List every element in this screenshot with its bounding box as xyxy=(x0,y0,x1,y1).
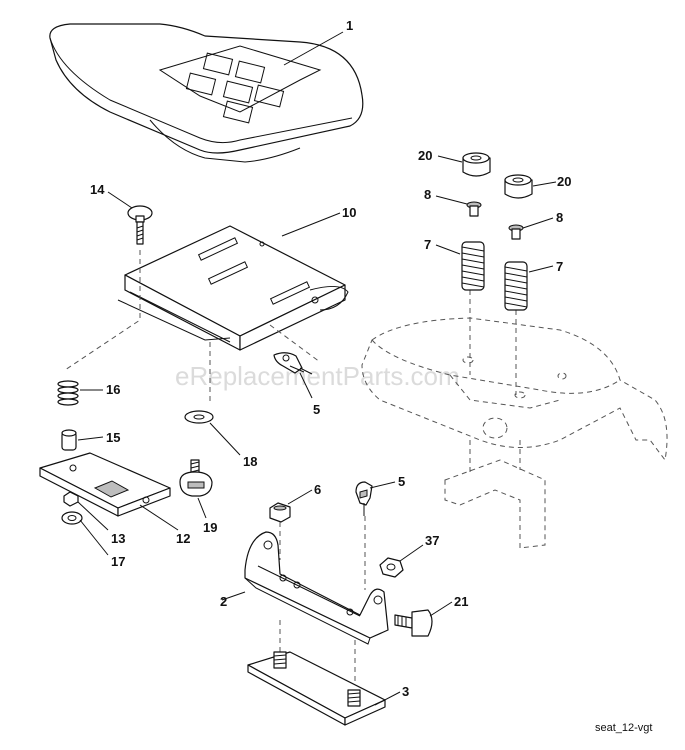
nut-part-37[interactable] xyxy=(379,557,404,578)
spring-part-16[interactable] xyxy=(57,380,79,406)
callout-19: 19 xyxy=(203,520,217,535)
carriage-bolt-part-14[interactable] xyxy=(127,205,153,245)
bolt-part-8-left[interactable] xyxy=(466,201,482,217)
plate-stud-left xyxy=(273,651,287,669)
mounting-plate-part-3[interactable] xyxy=(247,651,386,726)
callout-7b: 7 xyxy=(556,259,563,274)
callout-18: 18 xyxy=(243,454,257,469)
washer-part-18[interactable] xyxy=(184,410,214,424)
adjustment-knob-part-19[interactable] xyxy=(179,459,213,497)
callout-37: 37 xyxy=(425,533,439,548)
callout-5b: 5 xyxy=(398,474,405,489)
callout-16: 16 xyxy=(106,382,120,397)
callout-6: 6 xyxy=(314,482,321,497)
callout-20b: 20 xyxy=(557,174,571,189)
shoulder-bolt-part-21[interactable] xyxy=(394,609,433,637)
callout-12: 12 xyxy=(176,531,190,546)
latch-part-5-lower[interactable] xyxy=(355,481,373,516)
spacer-part-20-right[interactable] xyxy=(504,174,533,199)
mounting-bracket-part-2[interactable] xyxy=(244,531,389,645)
callout-15: 15 xyxy=(106,430,120,445)
plate-stud-right xyxy=(347,689,361,707)
spacer-part-20-left[interactable] xyxy=(462,152,491,177)
callout-8b: 8 xyxy=(556,210,563,225)
seat-part-1[interactable] xyxy=(49,23,364,163)
bolt-part-8-right[interactable] xyxy=(508,224,524,240)
watermark: eReplacementParts.com xyxy=(175,361,460,391)
callout-13: 13 xyxy=(111,531,125,546)
callout-1: 1 xyxy=(346,18,353,33)
locknut-part-17[interactable] xyxy=(61,511,83,525)
latch-part-5-upper[interactable] xyxy=(273,352,313,375)
bracket-part-12[interactable] xyxy=(39,452,171,517)
callout-2: 2 xyxy=(220,594,227,609)
fender-frame xyxy=(361,317,668,549)
callout-17: 17 xyxy=(111,554,125,569)
callout-10: 10 xyxy=(342,205,356,220)
spring-part-7-left[interactable] xyxy=(461,241,485,291)
locknut-part-6[interactable] xyxy=(269,502,291,523)
spacer-part-15[interactable] xyxy=(61,429,77,451)
callout-21: 21 xyxy=(454,594,468,609)
callout-5a: 5 xyxy=(313,402,320,417)
diagram-caption: seat_12-vgt xyxy=(595,722,652,734)
seat-pan-part-10[interactable] xyxy=(117,225,349,351)
callout-7a: 7 xyxy=(424,237,431,252)
callout-20a: 20 xyxy=(418,148,432,163)
callout-14: 14 xyxy=(90,182,105,197)
callout-8a: 8 xyxy=(424,187,431,202)
spring-part-7-right[interactable] xyxy=(504,261,528,311)
callout-3: 3 xyxy=(402,684,409,699)
